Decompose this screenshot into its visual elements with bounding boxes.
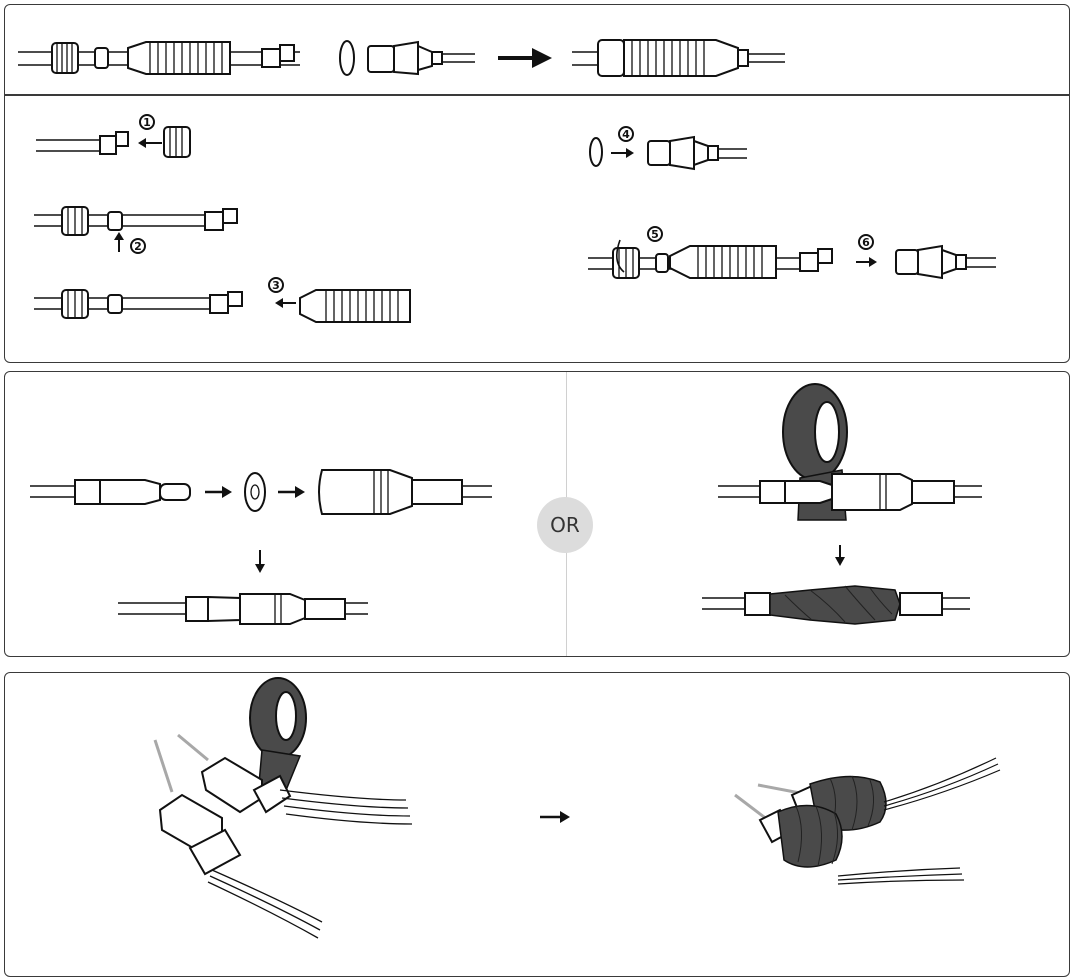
step-number-1: 1 xyxy=(143,116,151,129)
step-number-6: 6 xyxy=(862,236,870,249)
step-number-5: 5 xyxy=(651,228,659,241)
right-arrow-icon xyxy=(540,811,570,823)
right-arrow-icon xyxy=(611,148,634,158)
cable-assembly-assembled xyxy=(572,39,785,77)
network-steps: 1 2 3 4 5 6 xyxy=(34,114,996,323)
overview-row xyxy=(18,39,785,77)
rotate-arrow-icon xyxy=(616,239,625,273)
right-arrow-icon xyxy=(205,486,232,498)
down-arrow-icon xyxy=(835,545,845,566)
step-6-connect xyxy=(856,234,996,280)
tape-method xyxy=(702,383,982,625)
step-2-insert-ring xyxy=(34,206,238,254)
panel-divider xyxy=(5,94,1069,96)
right-arrow-icon xyxy=(856,257,877,267)
step-5-tighten xyxy=(588,226,833,279)
step-4-o-ring xyxy=(589,126,747,171)
left-arrow-icon xyxy=(275,298,296,308)
or-badge: OR xyxy=(537,497,593,553)
step-number-4: 4 xyxy=(622,128,630,141)
step-3-sleeve xyxy=(34,277,411,323)
step-number-3: 3 xyxy=(272,279,280,292)
washer-method xyxy=(30,469,492,625)
washer xyxy=(244,472,266,512)
right-arrow-icon xyxy=(278,486,305,498)
step-1-remove-cap xyxy=(36,114,191,158)
down-arrow-icon xyxy=(255,550,265,573)
step-number-2: 2 xyxy=(134,240,142,253)
cable-assembly-unassembled xyxy=(18,41,300,75)
left-arrow-icon xyxy=(138,138,162,148)
up-arrow-icon xyxy=(114,232,124,252)
o-ring-and-camera-connector xyxy=(339,40,475,76)
right-arrow-icon xyxy=(498,48,552,68)
